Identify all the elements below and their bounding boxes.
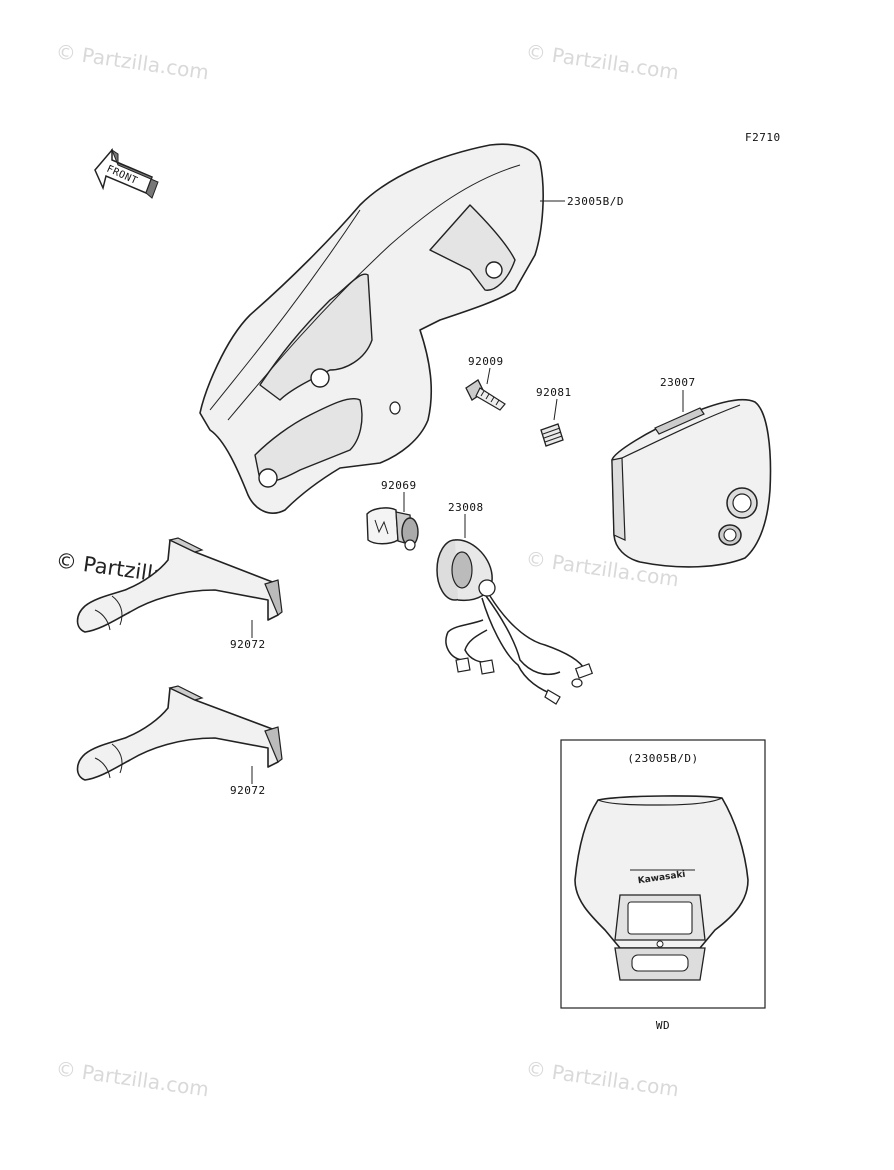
watermark: © Partzilla.com <box>54 1056 210 1101</box>
part-label-92072-upper: 92072 <box>230 638 266 651</box>
watermark: © Partzilla.com <box>54 39 210 84</box>
spacer-92081 <box>540 423 564 447</box>
lens-unit-23007 <box>611 398 772 568</box>
headlight-cover <box>199 143 544 514</box>
part-label-92081: 92081 <box>536 386 572 399</box>
inset-caption: WD <box>656 1019 670 1032</box>
number-plate-illustration: Kawasaki <box>574 795 749 981</box>
watermark: © Partzilla.com <box>524 39 680 84</box>
bracket-lower-92072 <box>76 685 283 781</box>
part-label-23008: 23008 <box>448 501 484 514</box>
part-label-23005: 23005B/D <box>567 195 624 208</box>
part-label-23007: 23007 <box>660 376 696 389</box>
diagram-code: F2710 <box>745 131 781 144</box>
inset-title: (23005B/D) <box>627 752 698 765</box>
bulb-92069 <box>366 507 419 551</box>
watermark: © Partzilla.com <box>524 1056 680 1101</box>
part-label-92069: 92069 <box>381 479 417 492</box>
socket-23008 <box>436 539 594 705</box>
part-label-92009: 92009 <box>468 355 504 368</box>
screw-92009 <box>465 379 506 411</box>
inset-panel: (23005B/D) Kawasaki WD <box>560 739 766 1032</box>
bracket-upper-92072 <box>76 537 283 633</box>
front-arrow-icon: FRONT <box>94 147 159 199</box>
part-label-92072-lower: 92072 <box>230 784 266 797</box>
